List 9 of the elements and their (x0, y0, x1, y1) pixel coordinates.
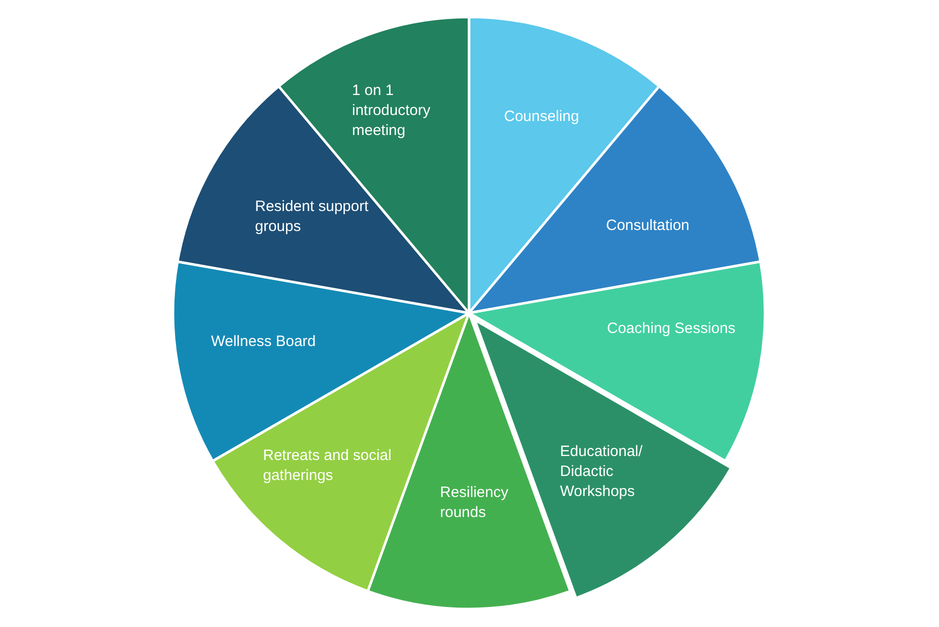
slice-label: Resident support groups (255, 197, 370, 237)
slice-label: Wellness Board (211, 332, 316, 352)
slice-label: Retreats and social gatherings (263, 446, 392, 486)
slice-label: Educational/ Didactic Workshops (560, 442, 644, 502)
slice-label: Resiliency rounds (440, 483, 510, 523)
slice-label: 1 on 1 introductory meeting (352, 81, 432, 141)
slice-label: Counseling (504, 107, 580, 127)
slice-label: Coaching Sessions (607, 319, 736, 339)
slice-label: Consultation (606, 216, 690, 236)
